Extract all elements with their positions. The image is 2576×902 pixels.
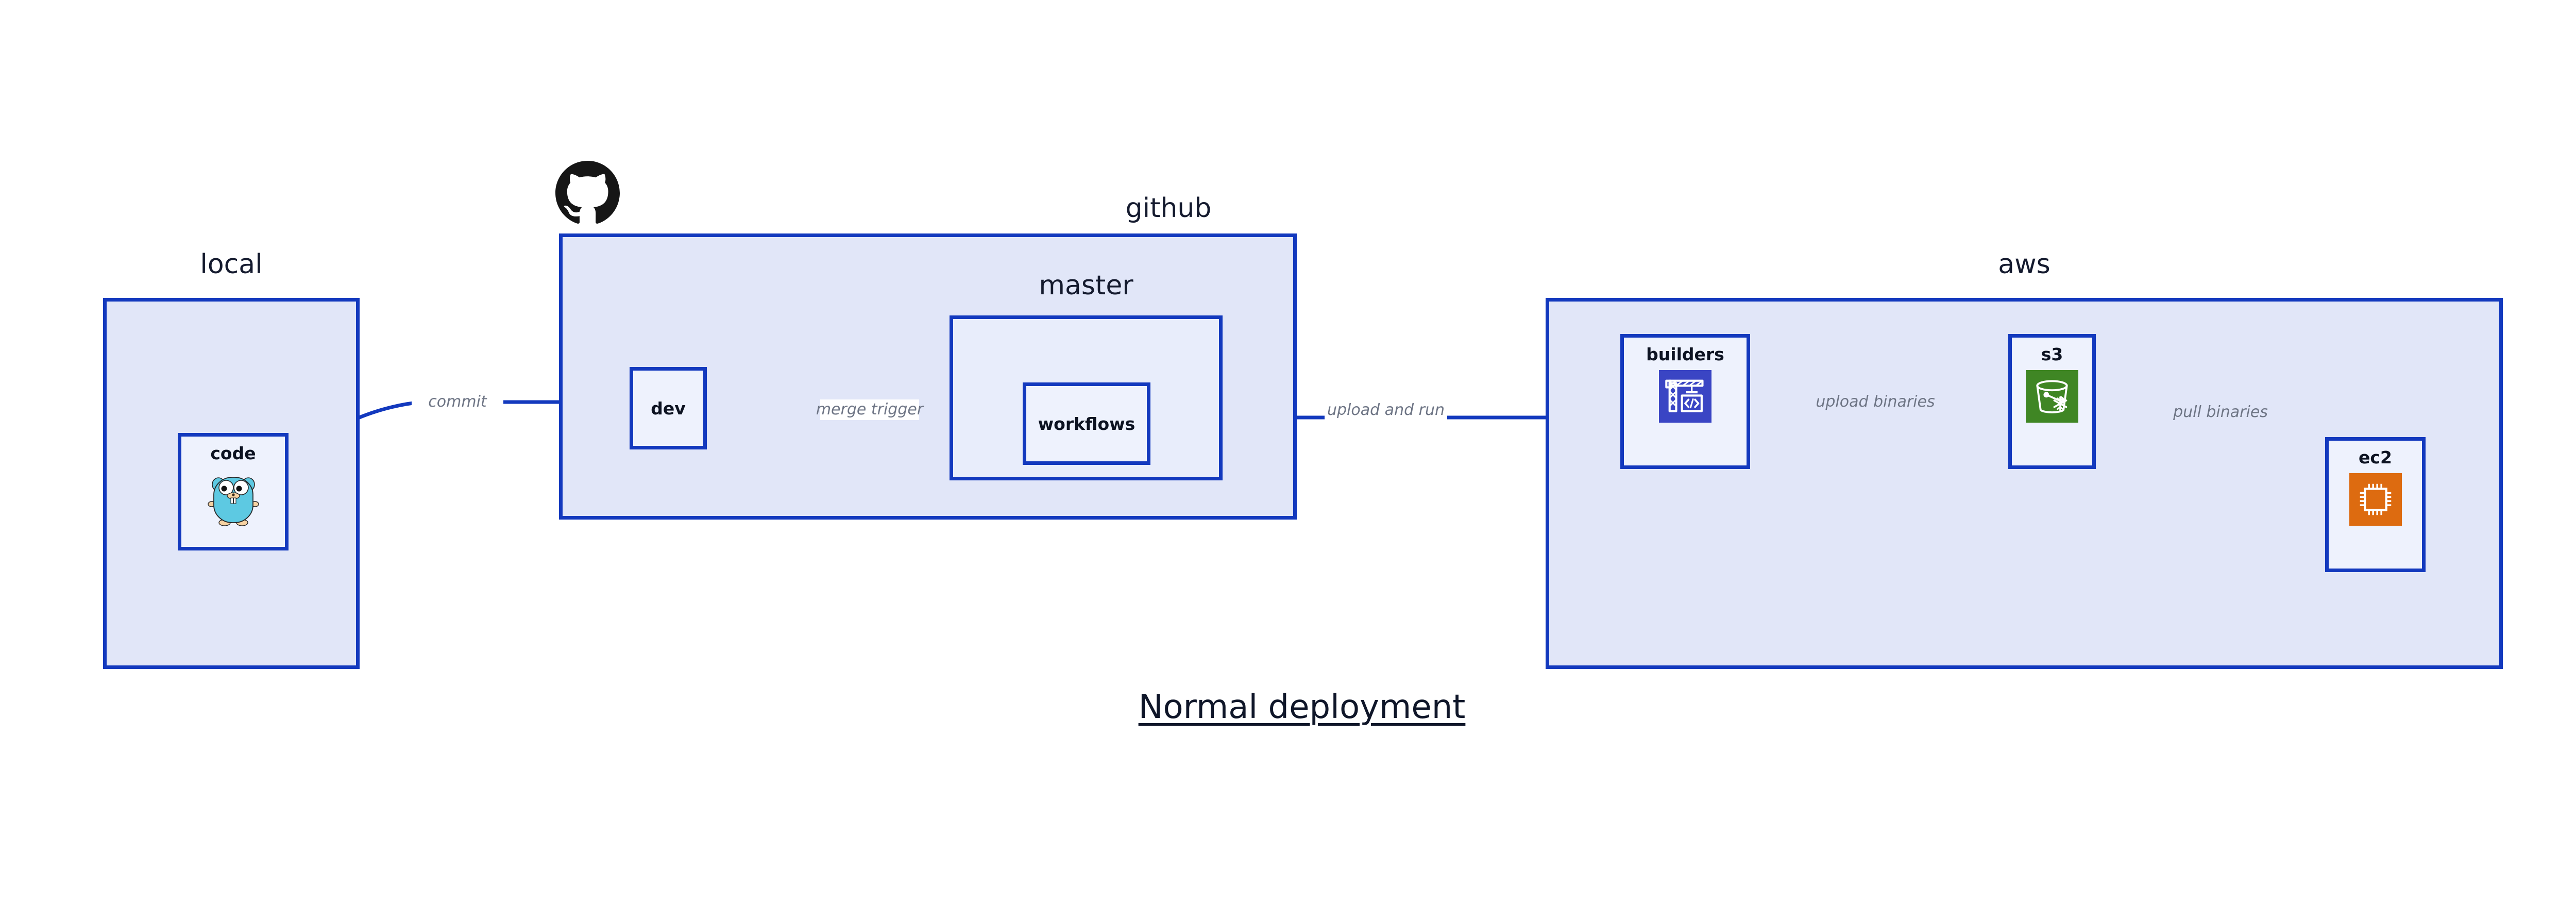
node-builders[interactable]: builders	[1620, 334, 1750, 469]
edge-label-commit: commit	[428, 393, 487, 411]
go-gopher-icon	[207, 469, 259, 528]
node-code[interactable]: code	[178, 433, 289, 550]
edge-label-bg-upload-binaries	[1817, 392, 1934, 412]
aws-ec2-chip-icon	[2349, 473, 2402, 528]
aws-s3-glacier-bucket-icon	[2026, 370, 2078, 425]
edge-label-upload-binaries: upload binaries	[1816, 393, 1935, 411]
edge-label-upload-and-run: upload and run	[1327, 401, 1445, 419]
edge-label-merge-trigger: merge trigger	[816, 400, 924, 419]
group-title-local: local	[200, 249, 263, 280]
diagram-caption-text: Normal deployment	[1138, 688, 1466, 726]
edge-label-pull-binaries: pull binaries	[2173, 403, 2268, 421]
node-ec2[interactable]: ec2	[2325, 437, 2426, 572]
node-s3[interactable]: s3	[2008, 334, 2096, 469]
group-title-github: github	[1125, 193, 1212, 224]
group-title-master: master	[1039, 270, 1133, 301]
edge-label-bg-upload-and-run	[1325, 400, 1447, 421]
node-workflows[interactable]: workflows	[1023, 382, 1150, 465]
edge-label-bg-pull-binaries	[2174, 402, 2267, 423]
node-dev[interactable]: dev	[630, 367, 707, 449]
edge-label-bg-merge-trigger	[820, 399, 919, 420]
diagram-caption: Normal deployment	[0, 691, 2576, 724]
group-title-aws: aws	[1998, 249, 2050, 280]
aws-codebuild-icon	[1659, 370, 1711, 425]
edge-label-bg-commit	[412, 392, 503, 412]
github-octocat-icon	[555, 161, 620, 225]
